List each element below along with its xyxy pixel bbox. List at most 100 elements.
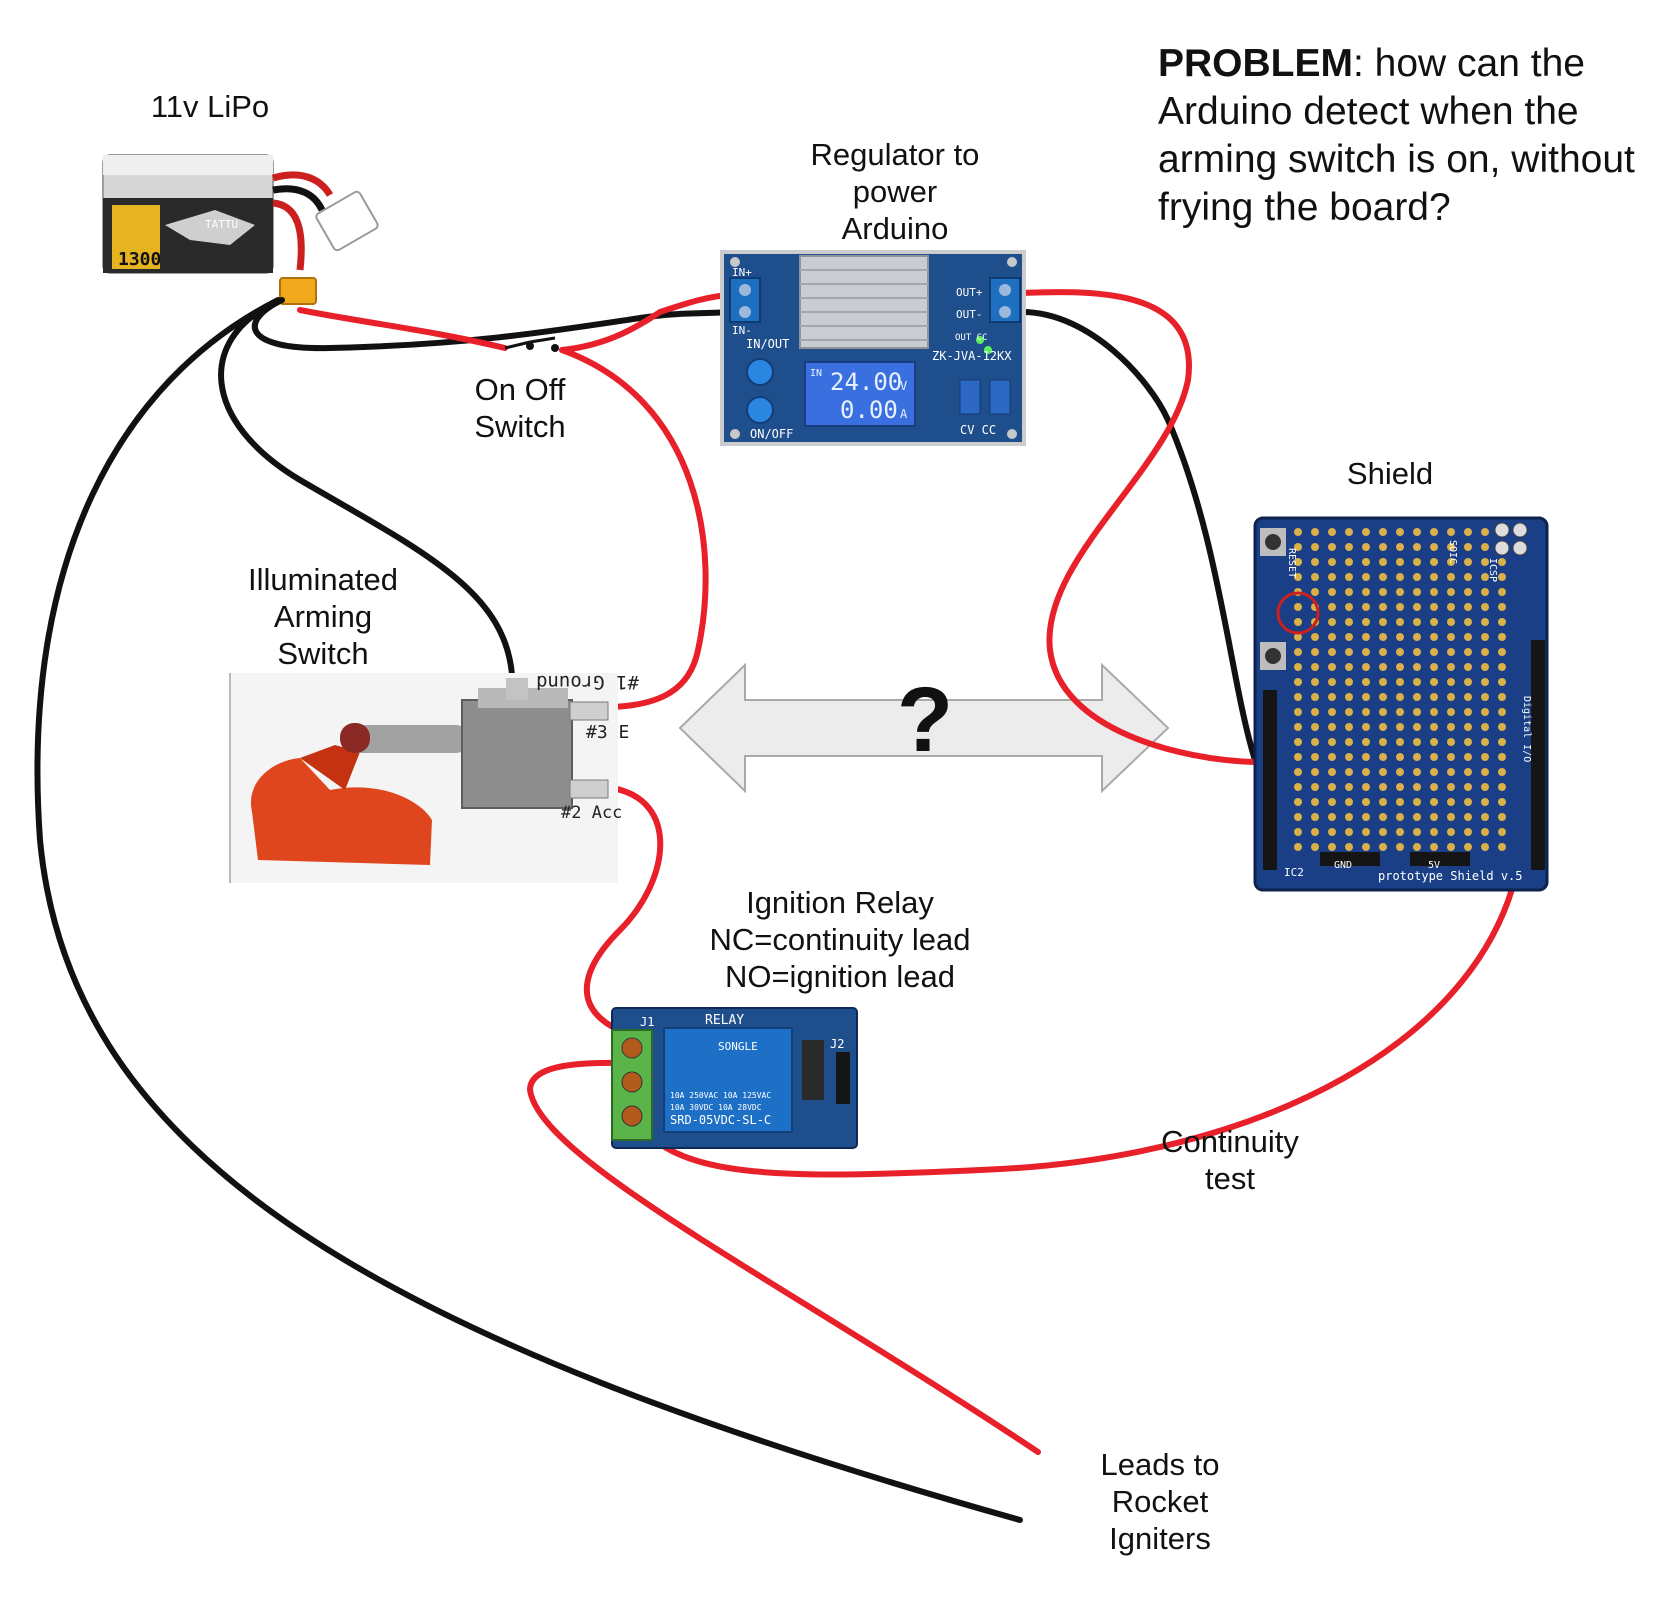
shield-hole [1379, 648, 1387, 656]
shield-hole [1345, 663, 1353, 671]
shield-hole [1447, 618, 1455, 626]
shield-hole [1481, 633, 1489, 641]
shield-hole [1362, 753, 1370, 761]
shield-hole [1447, 663, 1455, 671]
shield-hole [1396, 588, 1404, 596]
shield-hole [1447, 813, 1455, 821]
shield-hole [1413, 693, 1421, 701]
relay-module: RELAY J1 J2 SONGLE 10A 250VAC 10A 125VAC… [611, 1007, 858, 1149]
shield-hole [1379, 738, 1387, 746]
shield-hole [1379, 573, 1387, 581]
shield-hole [1362, 648, 1370, 656]
shield-hole [1464, 663, 1472, 671]
shield-hole [1430, 588, 1438, 596]
battery-brand-print: TATTU [205, 218, 238, 231]
shield-hole [1481, 588, 1489, 596]
shield-hole [1345, 828, 1353, 836]
shield-hole [1481, 828, 1489, 836]
shield-hole [1464, 813, 1472, 821]
shield-hole [1379, 633, 1387, 641]
shield-hole [1430, 843, 1438, 851]
shield-hole [1447, 693, 1455, 701]
shield-hole [1328, 753, 1336, 761]
shield-hole [1413, 828, 1421, 836]
shield-hole [1430, 663, 1438, 671]
shield-hole [1328, 618, 1336, 626]
shield-hole [1328, 813, 1336, 821]
shield-hole [1379, 708, 1387, 716]
shield-hole [1311, 783, 1319, 791]
shield-hole [1413, 588, 1421, 596]
regulator-amp-unit: A [900, 407, 908, 421]
shield-hole [1396, 813, 1404, 821]
shield-hole [1311, 798, 1319, 806]
shield-hole [1498, 843, 1506, 851]
shield-hole [1498, 768, 1506, 776]
battery-capacity-print: 1300 [118, 249, 161, 270]
shield-hole [1396, 573, 1404, 581]
switch-pin1-print: #1 Ground [536, 671, 639, 693]
shield-hole [1447, 843, 1455, 851]
shield-hole [1464, 618, 1472, 626]
shield-hole [1430, 603, 1438, 611]
shield-hole [1294, 768, 1302, 776]
shield-hole [1413, 648, 1421, 656]
shield-hole [1362, 693, 1370, 701]
shield-hole [1481, 813, 1489, 821]
shield-digital-print: Digital I/O [1521, 696, 1532, 762]
shield-hole [1294, 783, 1302, 791]
shield-hole [1311, 768, 1319, 776]
shield-hole [1430, 528, 1438, 536]
shield-hole [1379, 603, 1387, 611]
shield-hole [1362, 738, 1370, 746]
shield-hole [1498, 738, 1506, 746]
shield-hole [1362, 543, 1370, 551]
shield-hole [1345, 768, 1353, 776]
lipo-battery: 1300 TATTU [102, 154, 379, 305]
shield-hole [1430, 723, 1438, 731]
shield-hole [1481, 573, 1489, 581]
shield-hole [1379, 543, 1387, 551]
shield-hole [1430, 768, 1438, 776]
on-off-switch-symbol [504, 336, 559, 352]
shield-hole [1481, 753, 1489, 761]
shield-hole [1294, 603, 1302, 611]
shield-hole [1413, 573, 1421, 581]
shield-hole [1413, 528, 1421, 536]
shield-hole [1345, 633, 1353, 641]
shield-soic-print: SOIC [1447, 540, 1458, 564]
shield-hole [1413, 723, 1421, 731]
shield-hole [1311, 693, 1319, 701]
shield-hole [1447, 738, 1455, 746]
shield-hole [1498, 648, 1506, 656]
regulator-label: Regulator to power Arduino [810, 137, 980, 246]
shield-hole [1345, 693, 1353, 701]
shield-hole [1311, 753, 1319, 761]
shield-hole [1464, 603, 1472, 611]
shield-hole [1447, 528, 1455, 536]
shield-hole [1498, 603, 1506, 611]
shield-hole [1294, 708, 1302, 716]
relay-label: Ignition Relay NC=continuity lead NO=ign… [709, 885, 971, 994]
shield-hole [1362, 678, 1370, 686]
shield-hole [1311, 708, 1319, 716]
regulator-model: ZK-JVA-12KX [932, 349, 1012, 363]
shield-hole [1345, 738, 1353, 746]
shield-hole [1379, 558, 1387, 566]
problem-heading: PROBLEM [1158, 42, 1353, 85]
shield-hole [1311, 813, 1319, 821]
relay-rating2-print: 10A 30VDC 10A 28VDC [670, 1103, 762, 1112]
shield-hole [1413, 798, 1421, 806]
regulator-on-off: ON/OFF [750, 427, 793, 441]
shield-hole [1345, 813, 1353, 821]
shield-hole [1481, 678, 1489, 686]
shield-hole [1362, 528, 1370, 536]
shield-hole [1481, 738, 1489, 746]
shield-hole [1345, 528, 1353, 536]
relay-model-print: SRD-05VDC-SL-C [670, 1113, 771, 1127]
regulator-out-minus: OUT- [956, 308, 983, 321]
shield-hole [1430, 558, 1438, 566]
leads-label: Leads to Rocket Igniters [1100, 1447, 1220, 1556]
shield-hole [1396, 753, 1404, 761]
shield-hole [1481, 798, 1489, 806]
